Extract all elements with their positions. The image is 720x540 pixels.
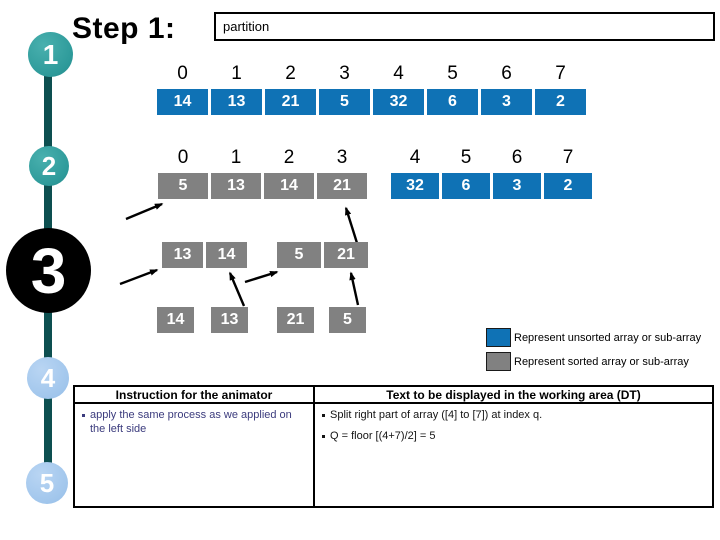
row3-sorted-pair-right: 5 21 xyxy=(277,242,368,268)
animator-instruction-text: apply the same process as we applied on … xyxy=(90,409,292,435)
display-text-cell: Split right part of array ([4] to [7]) a… xyxy=(315,404,712,506)
step-marker-2: 2 xyxy=(29,146,69,186)
step-marker-4: 4 xyxy=(27,357,69,399)
row2-unsorted-subarray: 32 6 3 2 xyxy=(391,173,592,199)
arrow-to-row3-cell-5 xyxy=(244,270,279,284)
operation-name-box: partition xyxy=(214,12,715,41)
array-cell: 21 xyxy=(277,307,314,333)
page-title: Step 1: xyxy=(72,12,176,45)
step-marker-1-label: 1 xyxy=(42,38,59,70)
array-cell: 32 xyxy=(373,89,424,115)
index-label: 3 xyxy=(336,147,348,168)
index-label: 6 xyxy=(501,63,512,84)
array-cell: 5 xyxy=(329,307,366,333)
index-label: 1 xyxy=(230,147,242,168)
row3-sorted-pair-left: 13 14 xyxy=(162,242,247,268)
array-cell: 6 xyxy=(427,89,478,115)
list-item: Q = floor [(4+7)/2] = 5 xyxy=(322,430,705,444)
index-label: 3 xyxy=(339,63,350,84)
unsorted-color-swatch xyxy=(486,328,511,347)
index-label: 0 xyxy=(177,63,188,84)
array-cell: 21 xyxy=(324,242,368,268)
step-marker-3: 3 xyxy=(6,228,91,313)
arrow-row4-13-to-row3-14 xyxy=(228,271,246,307)
array-cell: 32 xyxy=(391,173,439,199)
step-marker-5: 5 xyxy=(26,462,68,504)
display-text-line-1: Split right part of array ([4] to [7]) a… xyxy=(330,409,543,421)
index-label: 1 xyxy=(231,63,242,84)
row1-index-labels: 0 1 2 3 4 5 6 7 xyxy=(157,61,586,85)
display-text-line-2: Q = floor [(4+7)/2] = 5 xyxy=(330,429,436,442)
index-label: 2 xyxy=(285,63,296,84)
row1-unsorted-array: 14 13 21 5 32 6 3 2 xyxy=(157,89,586,115)
array-cell: 5 xyxy=(319,89,370,115)
bullet-marker xyxy=(322,414,325,417)
index-label: 7 xyxy=(555,63,566,84)
legend-sorted: Represent sorted array or sub-array xyxy=(486,352,689,371)
array-cell: 14 xyxy=(264,173,314,199)
legend-sorted-label: Represent sorted array or sub-array xyxy=(514,355,689,368)
arrow-row3-to-row2-21 xyxy=(344,206,359,244)
array-cell: 6 xyxy=(442,173,490,199)
animator-instruction-cell: apply the same process as we applied on … xyxy=(75,404,315,506)
arrow-row4-5-to-row3-21 xyxy=(349,271,360,306)
index-label: 5 xyxy=(460,147,472,168)
array-cell: 21 xyxy=(265,89,316,115)
index-label: 4 xyxy=(393,63,404,84)
array-cell: 2 xyxy=(544,173,592,199)
row2-left-index-labels: 0 1 2 3 xyxy=(158,145,367,169)
array-cell: 13 xyxy=(211,307,248,333)
step-marker-2-label: 2 xyxy=(41,151,57,181)
step-marker-1: 1 xyxy=(28,32,73,77)
operation-name: partition xyxy=(223,19,270,34)
list-item: apply the same process as we applied on … xyxy=(82,409,306,437)
index-label: 2 xyxy=(283,147,295,168)
array-cell: 13 xyxy=(211,89,262,115)
row2-right-index-labels: 4 5 6 7 xyxy=(391,145,592,169)
arrow-to-row2-cell-5 xyxy=(125,202,164,221)
index-label: 4 xyxy=(409,147,421,168)
index-label: 7 xyxy=(562,147,574,168)
step-marker-4-label: 4 xyxy=(40,363,56,393)
array-cell: 14 xyxy=(157,89,208,115)
sorted-color-swatch xyxy=(486,352,511,371)
animation-instruction-table: Instruction for the animator Text to be … xyxy=(73,385,714,508)
array-cell: 5 xyxy=(158,173,208,199)
table-header-display-text: Text to be displayed in the working area… xyxy=(315,387,712,404)
bullet-marker xyxy=(322,434,325,438)
step-marker-3-label: 3 xyxy=(30,234,67,307)
array-cell: 14 xyxy=(157,307,194,333)
step-marker-5-label: 5 xyxy=(39,468,55,498)
array-cell: 21 xyxy=(317,173,367,199)
array-cell: 13 xyxy=(162,242,203,268)
legend-unsorted-label: Represent unsorted array or sub-array xyxy=(514,331,702,344)
row2-sorted-subarray: 5 13 14 21 xyxy=(158,173,367,199)
bullet-marker xyxy=(82,414,85,417)
index-label: 5 xyxy=(447,63,458,84)
array-cell: 13 xyxy=(211,173,261,199)
array-cell: 5 xyxy=(277,242,321,268)
array-cell: 2 xyxy=(535,89,586,115)
array-cell: 3 xyxy=(481,89,532,115)
arrow-to-row3-cell-13 xyxy=(119,268,159,286)
array-cell: 3 xyxy=(493,173,541,199)
index-label: 0 xyxy=(177,147,189,168)
list-item: Split right part of array ([4] to [7]) a… xyxy=(322,409,705,423)
table-header-animator: Instruction for the animator xyxy=(75,387,315,404)
legend-unsorted: Represent unsorted array or sub-array xyxy=(486,328,701,347)
index-label: 6 xyxy=(511,147,523,168)
array-cell: 14 xyxy=(206,242,247,268)
